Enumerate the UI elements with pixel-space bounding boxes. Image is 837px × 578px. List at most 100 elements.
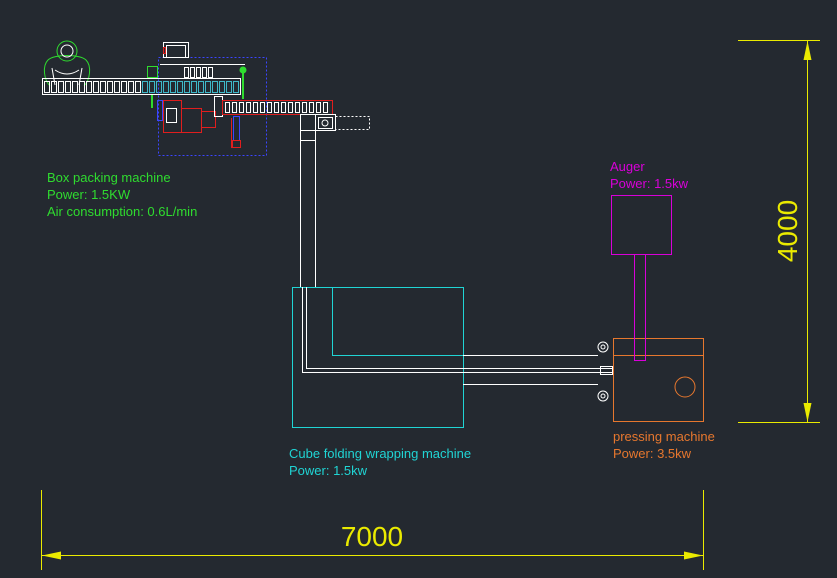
drive-roller-bottom: [597, 390, 609, 402]
box-packing-machine: [147, 42, 267, 156]
dimension-height-arrow-top: [803, 41, 812, 60]
box-packing-machine-frame: [158, 57, 267, 156]
operator-torso: [54, 69, 80, 75]
dimension-width-value: 7000: [341, 521, 403, 552]
infeed-roller: [114, 81, 120, 93]
transfer-roller: [309, 102, 314, 113]
infeed-roller: [72, 81, 78, 93]
pressing-machine: [613, 338, 704, 422]
machine-infeed-roller: [191, 81, 197, 93]
transfer-roller: [295, 102, 300, 113]
infeed-roller: [65, 81, 71, 93]
auger-power: Power: 1.5kw: [610, 176, 689, 191]
gearbox-output: [201, 111, 216, 128]
transfer-roller: [253, 102, 258, 113]
vertical-conveyor: [300, 130, 316, 287]
machine-infeed-roller: [205, 81, 211, 93]
auger-title: Auger: [610, 159, 645, 174]
dimension-height-arrow-bottom: [803, 403, 812, 422]
pressing-machine-power: Power: 3.5kw: [613, 446, 692, 461]
auger-label: Auger Power: 1.5kw: [610, 159, 689, 191]
machine-infeed-roller: [184, 81, 190, 93]
infeed-roller: [135, 81, 141, 93]
auger: [611, 195, 672, 361]
outfeed-conveyor: [463, 341, 613, 402]
cube-folding-machine-title: Cube folding wrapping machine: [289, 446, 471, 461]
box-packing-machine-title: Box packing machine: [47, 170, 171, 185]
drive-roller-top-hub: [600, 344, 606, 350]
transfer-roller: [316, 102, 321, 113]
carton-magazine-inner: [166, 45, 186, 58]
operator-head: [56, 40, 78, 62]
infeed-roller: [121, 81, 127, 93]
cube-folding-path-outer: [302, 287, 463, 373]
turning-unit-chute: [300, 114, 316, 141]
infeed-conveyor-frame: [42, 78, 241, 95]
pressing-machine-label: pressing machine Power: 3.5kw: [613, 429, 715, 461]
dimension-width: 7000: [41, 490, 704, 570]
machine-infeed-roller: [142, 81, 148, 93]
infeed-roller: [86, 81, 92, 93]
cube-folding-machine-power: Power: 1.5kw: [289, 463, 368, 478]
infeed-roller: [51, 81, 57, 93]
infeed-roller: [58, 81, 64, 93]
box-packing-machine-air: Air consumption: 0.6L/min: [47, 204, 197, 219]
transfer-roller: [274, 102, 279, 113]
machine-top-roller: [190, 67, 195, 78]
infeed-guide: [147, 66, 158, 78]
pusher-base: [232, 140, 241, 148]
auger-tube: [634, 255, 646, 361]
transfer-roller: [281, 102, 286, 113]
pressing-machine-title: pressing machine: [613, 429, 715, 444]
cube-folding-wrapping-machine-label: Cube folding wrapping machine Power: 1.5…: [289, 446, 471, 478]
machine-top-roller: [202, 67, 207, 78]
drive-roller-top: [597, 341, 609, 353]
infeed-roller: [100, 81, 106, 93]
cube-folding-inner-guide: [332, 287, 463, 356]
transfer-roller: [239, 102, 244, 113]
machine-top-roller: [208, 67, 213, 78]
infeed-roller: [107, 81, 113, 93]
turning-unit-pivot: [321, 119, 329, 127]
transfer-conveyor-frame: [222, 100, 333, 115]
machine-infeed-roller: [149, 81, 155, 93]
dimension-width-arrow-left: [42, 551, 61, 560]
machine-top-rollers: [184, 67, 213, 78]
pressing-cylinder: [674, 376, 696, 398]
machine-infeed-roller: [170, 81, 176, 93]
machine-top-roller: [196, 67, 201, 78]
box-packing-machine-power: Power: 1.5KW: [47, 187, 131, 202]
transfer-roller: [323, 102, 328, 113]
transfer-roller: [232, 102, 237, 113]
transfer-roller: [260, 102, 265, 113]
infeed-rollers: [44, 81, 141, 93]
turning-unit: [300, 114, 370, 141]
machine-infeed-roller: [233, 81, 239, 93]
infeed-roller: [93, 81, 99, 93]
transfer-roller: [302, 102, 307, 113]
infeed-roller: [79, 81, 85, 93]
auger-hopper: [611, 195, 672, 255]
cube-folding-machine-outline: [292, 287, 464, 428]
transfer-roller: [225, 102, 230, 113]
infeed-roller: [128, 81, 134, 93]
infeed-conveyor: [42, 78, 241, 95]
transfer-roller: [267, 102, 272, 113]
transfer-roller: [288, 102, 293, 113]
machine-top-roller: [184, 67, 189, 78]
cube-folding-path-inner: [306, 287, 463, 369]
sensor-marker: [239, 66, 247, 74]
magazine-sensor: [163, 47, 166, 54]
operator-shoulders-outline: [43, 55, 91, 87]
turning-unit-head: [318, 117, 333, 129]
transfer-rollers: [225, 102, 328, 113]
machine-infeed-roller: [219, 81, 225, 93]
pressing-machine-outline: [613, 338, 704, 422]
turning-unit-extension: [335, 116, 370, 130]
machine-infeed-roller: [163, 81, 169, 93]
operator-left-arm: [51, 67, 56, 86]
motor-inner: [166, 108, 177, 123]
dimension-height: 4000: [738, 40, 820, 423]
